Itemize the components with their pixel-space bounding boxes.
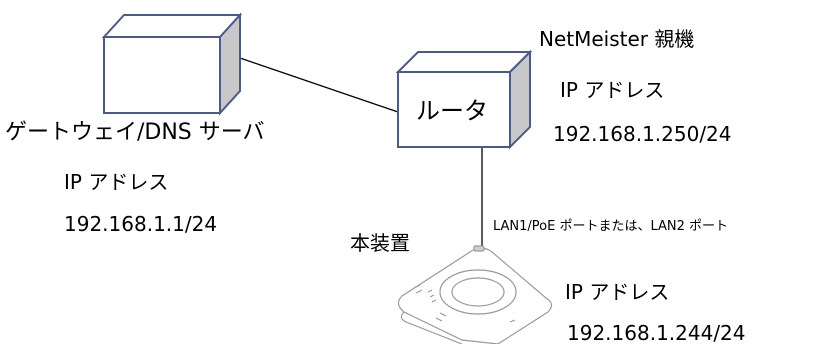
access-point-device-icon [397, 245, 553, 344]
parent-unit-ip-label: IP アドレス [560, 78, 665, 102]
device-center-ring [439, 269, 517, 315]
router-box [395, 49, 533, 150]
gateway-title: ゲートウェイ/DNS サーバ [5, 120, 265, 145]
device-port-indicator [473, 245, 485, 252]
gateway-ip-label: IP アドレス [64, 170, 169, 194]
device-ip-label: IP アドレス [565, 280, 670, 304]
device-led-marks [427, 289, 516, 323]
parent-unit-ip-value: 192.168.1.250/24 [553, 122, 732, 146]
router-box-front [397, 71, 511, 148]
link-gateway-router [239, 57, 399, 113]
device-port-label: LAN1/PoE ポートまたは、LAN2 ポート [493, 219, 729, 234]
device-inner-ring [451, 277, 505, 307]
device-edge [400, 311, 463, 344]
gateway-ip-value: 192.168.1.1/24 [64, 212, 218, 236]
device-body [397, 247, 553, 344]
router-label: ルータ [416, 97, 488, 125]
router-box-top [395, 51, 533, 73]
device-ip-value: 192.168.1.244/24 [567, 321, 746, 345]
device-title: 本装置 [350, 231, 410, 255]
gateway-box-front [103, 36, 221, 114]
gateway-server-box [101, 12, 243, 116]
gateway-box-top [101, 14, 243, 38]
device-side-marks [413, 284, 423, 294]
parent-unit-title: NetMeister 親機 [539, 27, 695, 51]
